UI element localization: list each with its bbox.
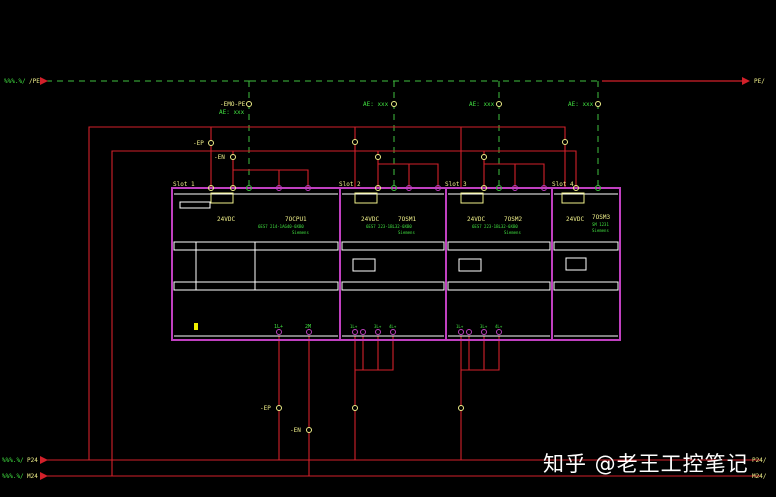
slot-4-label: Slot 4	[552, 181, 574, 188]
m24-left-ref: M24	[27, 473, 38, 480]
pe-right-ref: PE/	[754, 78, 765, 85]
cpu-pin-2: 2M	[305, 324, 311, 330]
ep-label-top: -EP	[193, 140, 204, 147]
slot-2-label: Slot 2	[339, 181, 361, 188]
cpu-vendor: Siemens	[292, 230, 309, 235]
cpu-order: 6ES7 214-1AG40-0XB0	[258, 224, 304, 229]
ae-label-4: AE: xxx	[568, 101, 594, 108]
module-pins-top	[208, 185, 601, 191]
terminals-top	[208, 101, 601, 433]
sm1-supply: 24VDC	[361, 216, 379, 223]
ae-label-3: AE: xxx	[469, 101, 495, 108]
sm1-name: 7OSM1	[398, 216, 416, 223]
sm2-pin-4: 4L+	[495, 324, 503, 329]
sm2-pin-1: 1L+	[456, 324, 464, 329]
ae-label-1: AE: xxx	[219, 109, 245, 116]
ae-label-2: AE: xxx	[363, 101, 389, 108]
sm1-vendor: Siemens	[398, 230, 415, 235]
module-pins-bottom	[276, 329, 502, 335]
cpu-pin-1: 1L+	[274, 324, 283, 330]
p24-left-prefix: %%%.%/	[2, 457, 24, 464]
sm2-vendor: Siemens	[504, 230, 521, 235]
plc-rack	[171, 187, 621, 341]
p24-left-ref: P24	[27, 457, 38, 464]
ground-tag: -EMO-PE	[220, 101, 246, 108]
power-wiring	[46, 126, 760, 477]
sm3-name: 7OSM3	[592, 214, 610, 221]
cpu-name: 7OCPU1	[285, 216, 307, 223]
sm3-vendor: Siemens	[592, 228, 609, 233]
m24-right-ref: M24/	[752, 473, 767, 480]
m24-left-prefix: %%%.%/	[2, 473, 24, 480]
sm2-name: 7OSM2	[504, 216, 522, 223]
pe-bus	[40, 77, 750, 188]
sm3-supply: 24VDC	[566, 216, 584, 223]
watermark: 知乎 @老王工控笔记	[543, 452, 749, 476]
ep-label-bottom: -EP	[260, 405, 271, 412]
sm2-pin-3: 3L+	[480, 324, 488, 329]
sm1-pin-3: 3L+	[374, 324, 382, 329]
pe-left-ref: /PE	[29, 78, 40, 85]
en-label-top: -EN	[214, 154, 225, 161]
sm2-supply: 24VDC	[467, 216, 485, 223]
p24-right-ref: P24/	[752, 457, 767, 464]
sm3-order: SM 1231	[592, 222, 609, 227]
sm1-pin-4: 4L+	[389, 324, 397, 329]
pe-left-prefix: %%%.%/	[4, 78, 26, 85]
sm2-order: 6ES7 223-1BL32-0XB0	[472, 224, 518, 229]
slot-1-label: Slot 1	[173, 181, 195, 188]
cpu-supply: 24VDC	[217, 216, 235, 223]
slot-3-label: Slot 3	[445, 181, 467, 188]
en-label-bottom: -EN	[290, 427, 301, 434]
sm1-pin-1: 1L+	[350, 324, 358, 329]
sm1-order: 6ES7 223-1BL32-0XB0	[366, 224, 412, 229]
